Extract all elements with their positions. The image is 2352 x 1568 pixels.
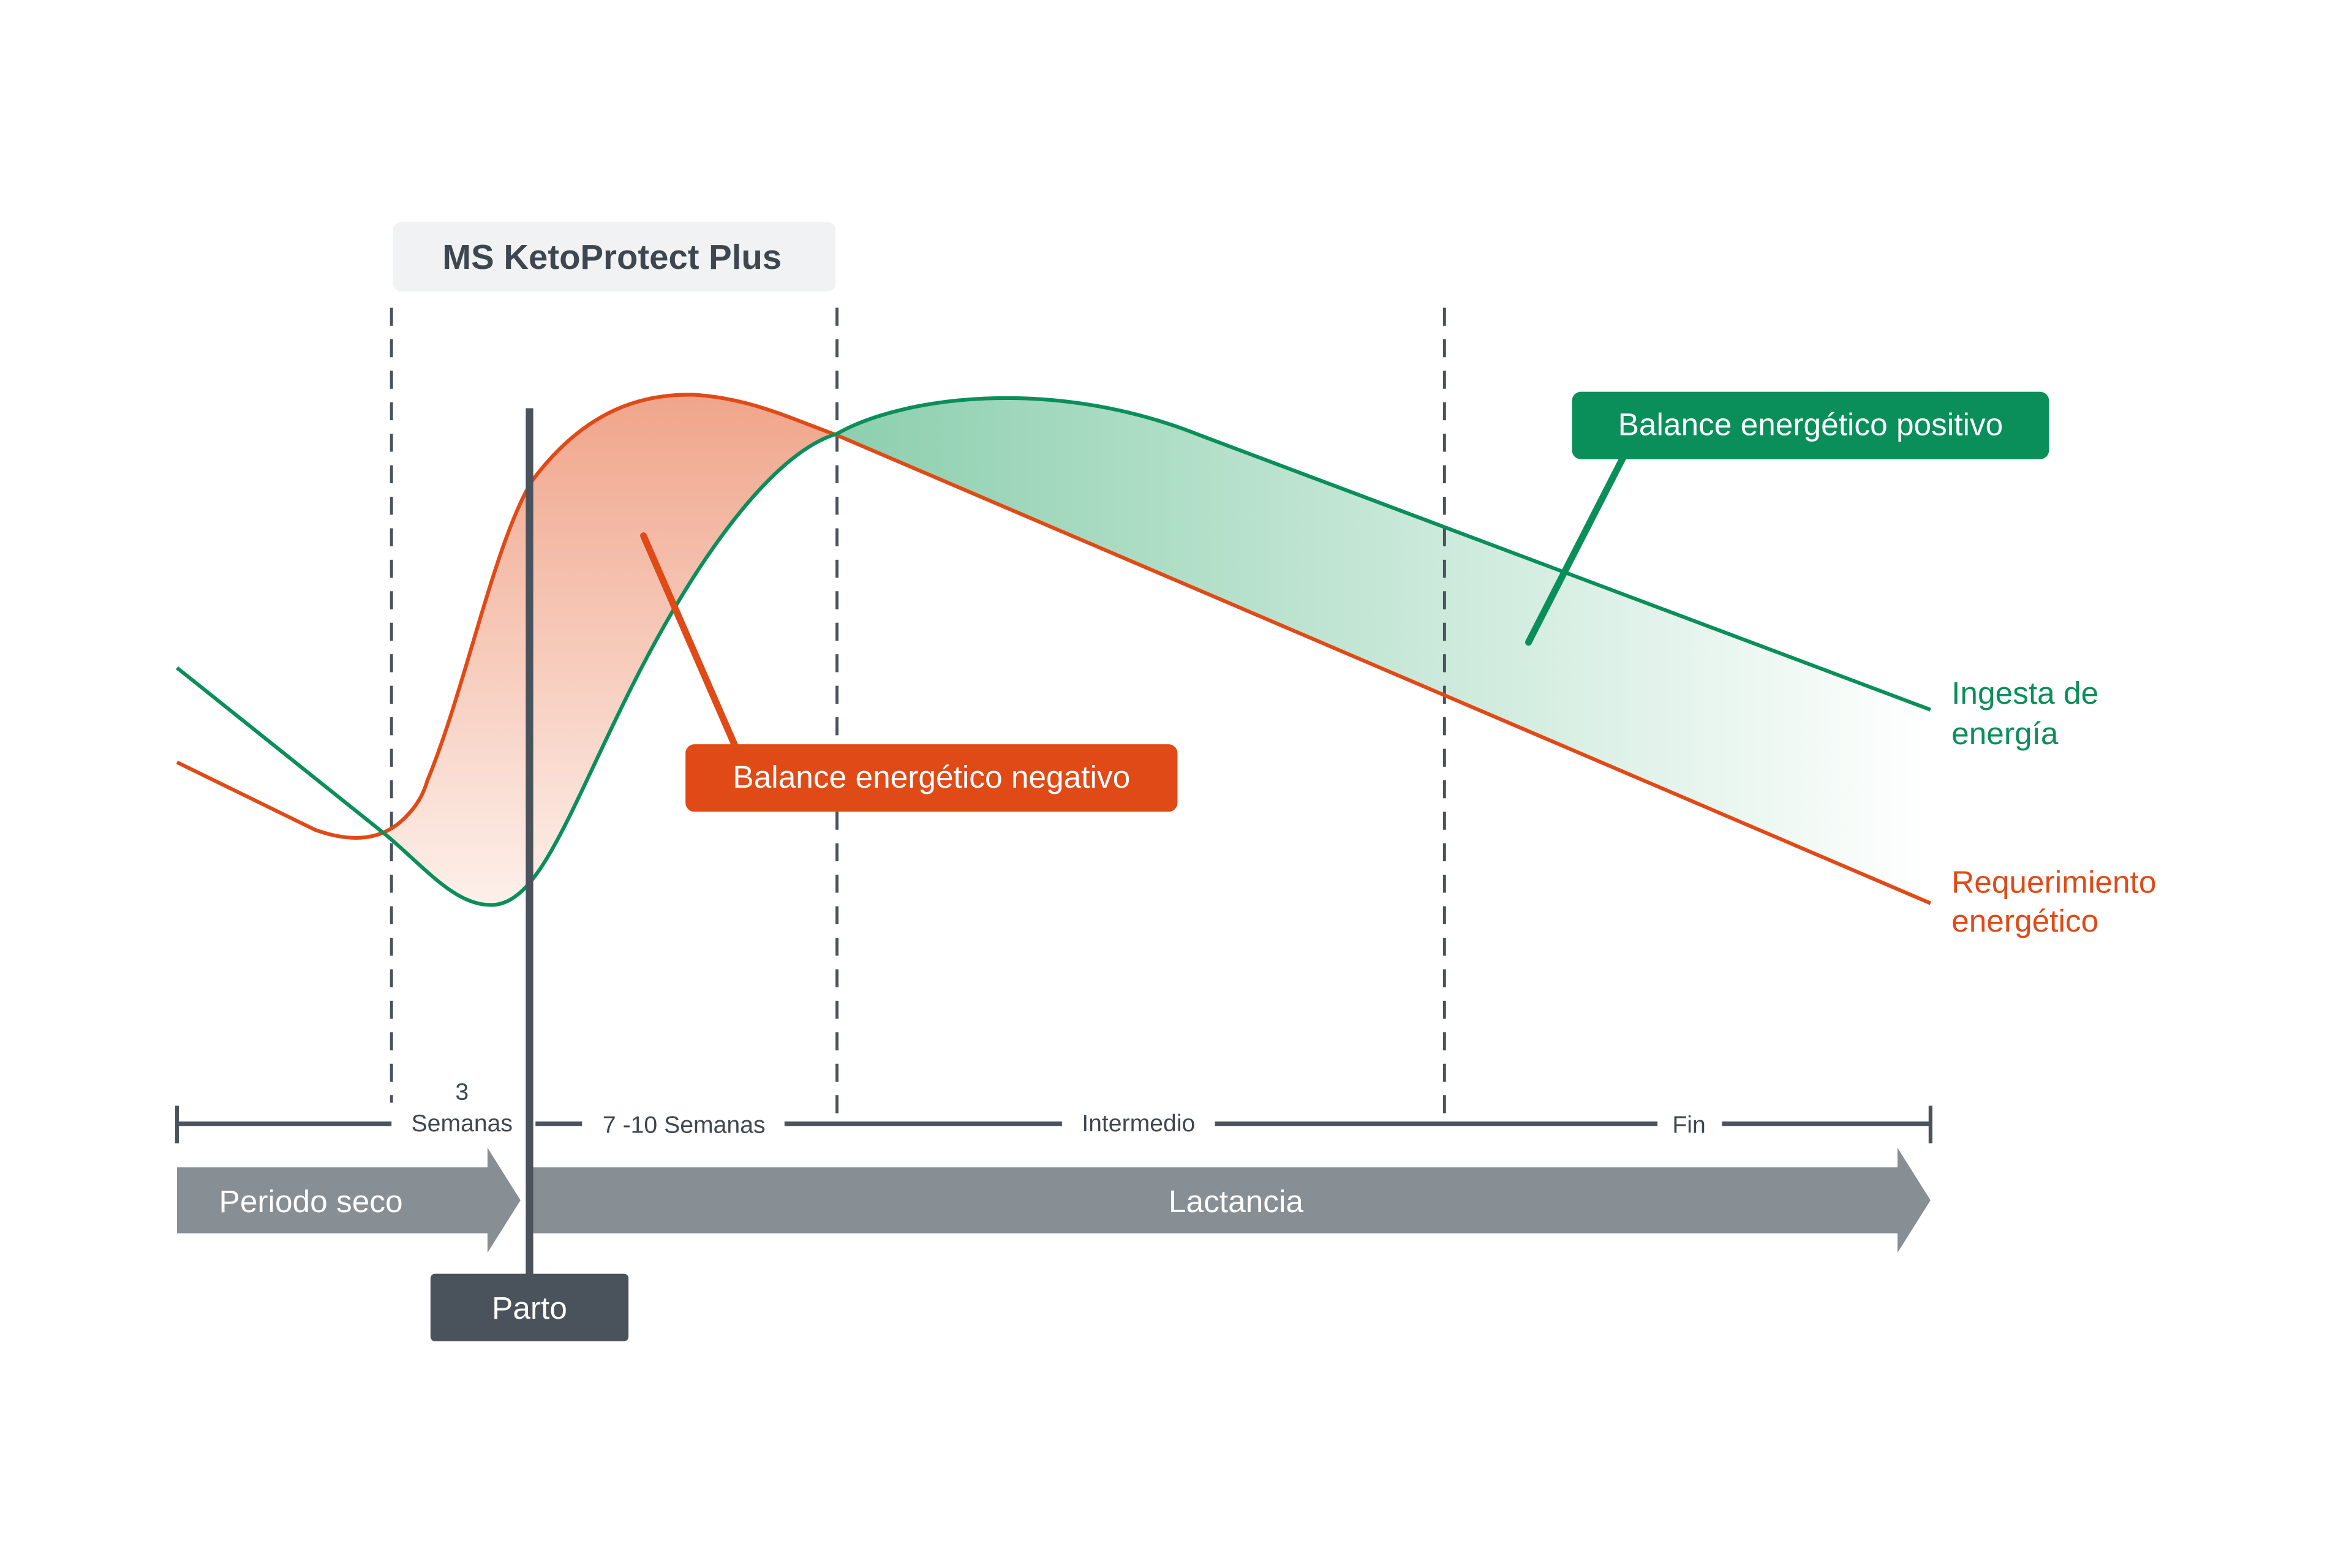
timeline-seg2: 7 -10 Semanas [603, 1112, 766, 1138]
period-dividers [390, 307, 1446, 1118]
timeline-seg3: Intermedio [1082, 1110, 1195, 1137]
dry-period-label: Periodo seco [219, 1183, 403, 1219]
negative-balance-text: Balance energético negativo [733, 759, 1130, 794]
calving-label: Parto [430, 1273, 629, 1341]
product-period-header: MS KetoProtect Plus [393, 222, 836, 292]
positive-callout-pointer [1525, 454, 1627, 646]
energy-requirement-curve [176, 393, 1932, 905]
calving-text: Parto [492, 1290, 567, 1325]
lactation-label: Lactancia [1169, 1183, 1303, 1219]
timeline-seg1-line1: 3 [455, 1079, 469, 1106]
negative-balance-label: Balance energético negativo [685, 744, 1178, 812]
intake-label-line2: energía [1951, 715, 2059, 751]
requirement-label-line1: Requerimiento [1951, 864, 2156, 900]
negative-callout-pointer [640, 532, 739, 750]
timeline-axis [175, 1106, 1932, 1144]
positive-balance-label: Balance energético positivo [1572, 391, 2049, 459]
timeline-seg1-line2: Semanas [412, 1110, 513, 1137]
dry-period-arrow: Periodo seco [176, 1147, 521, 1253]
positive-balance-text: Balance energético positivo [1618, 407, 2003, 442]
intake-label-line1: Ingesta de [1951, 675, 2098, 710]
product-title: MS KetoProtect Plus [442, 238, 782, 276]
positive-balance-area [837, 398, 1931, 903]
timeline-seg4: Fin [1672, 1112, 1705, 1138]
lactation-arrow: Lactancia [532, 1147, 1931, 1253]
negative-balance-area [386, 394, 837, 905]
requirement-label-line2: energético [1951, 903, 2098, 938]
